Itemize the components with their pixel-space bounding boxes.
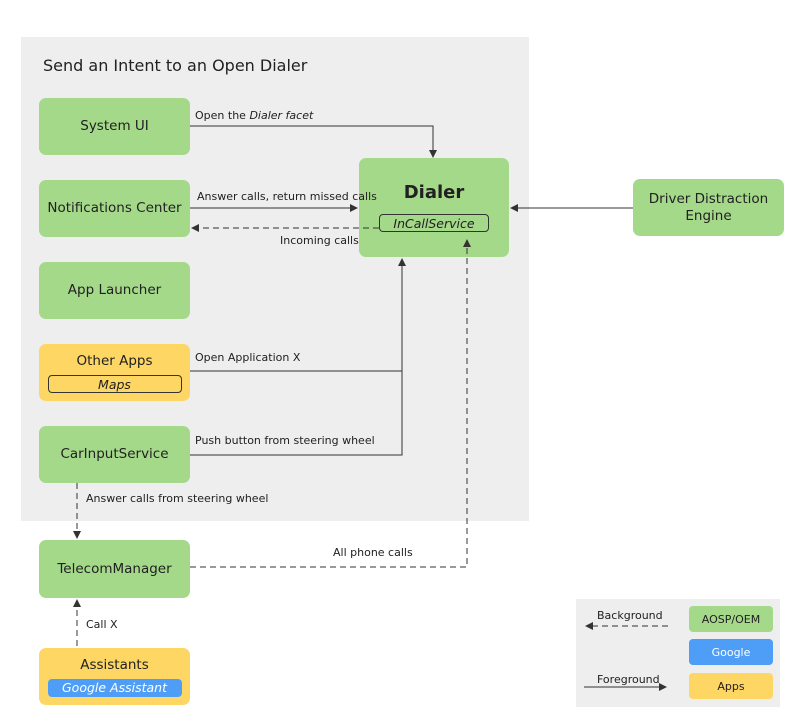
dialer-label: Dialer: [403, 182, 465, 203]
car-input-service-node: CarInputService: [39, 426, 190, 483]
edge-label-open-prefix: Open the: [195, 109, 250, 122]
google-assistant-sub-node: Google Assistant: [47, 678, 182, 697]
assistants-label: Assistants: [80, 656, 149, 673]
assistants-node: Assistants Google Assistant: [39, 648, 190, 705]
legend: Background Foreground AOSP/OEM Google Ap…: [576, 599, 780, 707]
edge-label-dialer-facet: Dialer facet: [249, 109, 314, 122]
edge-label-all-phone-calls: All phone calls: [333, 546, 413, 559]
dialer-node: Dialer InCallService: [359, 158, 509, 257]
other-apps-label: Other Apps: [76, 352, 153, 369]
diagram-title: Send an Intent to an Open Dialer: [43, 56, 308, 75]
driver-distraction-engine-label: Driver Distraction Engine: [648, 190, 769, 224]
edge-label-answer-steering: Answer calls from steering wheel: [86, 492, 269, 505]
edge-telecom-to-incall: [190, 239, 471, 568]
legend-background-label: Background: [597, 609, 663, 622]
edge-label-push-button: Push button from steering wheel: [195, 434, 375, 447]
app-launcher-label: App Launcher: [67, 282, 162, 298]
app-launcher-node: App Launcher: [39, 262, 190, 319]
edge-car-input-to-dialer: [190, 258, 406, 456]
other-apps-node: Other Apps Maps: [39, 344, 190, 401]
legend-lines: [584, 622, 668, 691]
car-input-service-label: CarInputService: [60, 446, 169, 462]
system-ui-node: System UI: [39, 98, 190, 155]
legend-apps-chip: Apps: [689, 673, 773, 699]
edge-label-answer-calls: Answer calls, return missed calls: [197, 190, 377, 203]
driver-distraction-engine-node: Driver Distraction Engine: [633, 179, 784, 236]
telecom-manager-label: TelecomManager: [57, 560, 172, 577]
edge-system-ui-to-dialer: [190, 125, 437, 158]
telecom-manager-node: TelecomManager: [39, 540, 190, 598]
maps-sub-node: Maps: [47, 374, 182, 393]
edge-label-open-application-x: Open Application X: [195, 351, 301, 364]
legend-google-chip: Google: [689, 639, 773, 665]
notifications-center-label: Notifications Center: [47, 200, 182, 216]
legend-foreground-label: Foreground: [597, 673, 660, 686]
edge-label-open-dialer-facet: Open the Dialer facet: [195, 109, 313, 122]
notifications-center-node: Notifications Center: [39, 180, 190, 237]
edge-label-incoming-calls: Incoming calls: [280, 234, 359, 247]
in-call-service-sub-node: InCallService: [379, 214, 489, 232]
edge-label-call-x: Call X: [86, 618, 118, 631]
legend-aosp-oem-chip: AOSP/OEM: [689, 606, 773, 632]
system-ui-label: System UI: [80, 118, 149, 134]
